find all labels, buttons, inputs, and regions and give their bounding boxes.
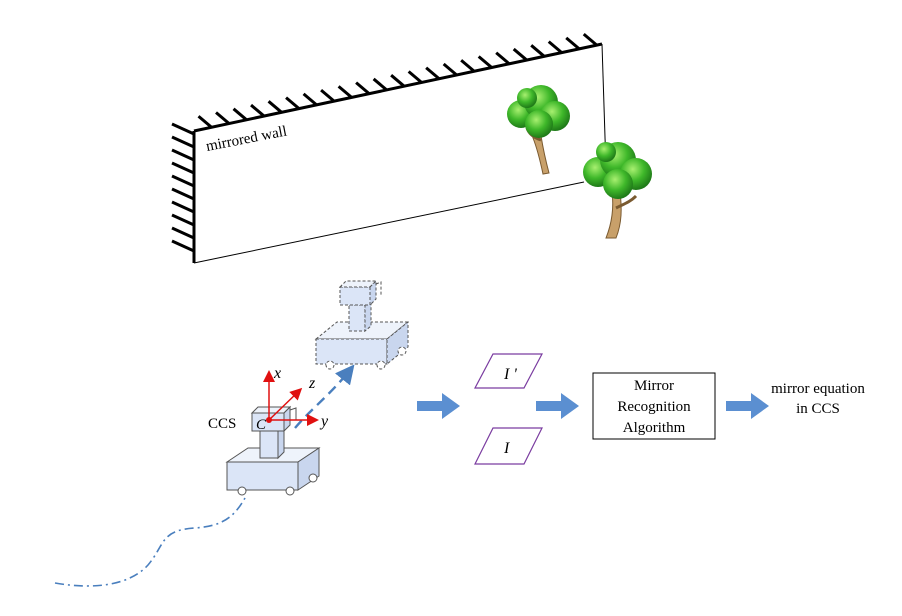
ccs-axes: x z y C CCS (208, 365, 329, 433)
hatch-mark (320, 88, 336, 103)
output-line2: in CCS (796, 401, 840, 417)
hatch-mark (171, 161, 195, 175)
hatch-mark (407, 70, 423, 84)
hatch-mark (285, 96, 301, 110)
hatch-mark (171, 135, 195, 149)
flow-arrows (417, 393, 769, 419)
wall-label: mirrored wall (205, 124, 289, 155)
algorithm-line3: Algorithm (623, 420, 686, 436)
robot-motion-arrow (294, 364, 355, 429)
hatch-mark (372, 77, 388, 92)
output-text: mirror equation in CCS (771, 381, 865, 417)
tree-reflected-icon (507, 85, 570, 175)
tree-real-icon (583, 142, 652, 239)
algorithm-line2: Recognition (617, 399, 691, 415)
hatch-mark (425, 66, 441, 80)
hatch-mark (215, 111, 230, 125)
wall-left-hatch (171, 122, 195, 253)
axis-x-label: x (273, 365, 281, 382)
image-direct: I (474, 427, 543, 465)
hatch-mark (197, 115, 213, 129)
hatch-mark (355, 81, 371, 95)
hatch-mark (171, 200, 195, 214)
flow-arrow-2 (536, 393, 579, 419)
flow-arrow-1 (417, 393, 460, 419)
hatch-mark (250, 103, 266, 118)
hatch-mark (267, 100, 283, 114)
wall-bottom-edge (193, 181, 585, 264)
hatch-mark (171, 174, 195, 188)
robot-current-pose (225, 405, 321, 496)
image-reflected-label: I ' (503, 366, 517, 383)
axis-y-label: y (319, 413, 329, 430)
hatch-mark (547, 40, 563, 54)
hatch-mark (171, 239, 195, 253)
robot-trajectory-path (54, 497, 246, 587)
axis-z-label: z (308, 375, 316, 392)
hatch-mark (232, 107, 248, 121)
algorithm-box: Mirror Recognition Algorithm (592, 372, 716, 440)
algorithm-line1: Mirror (634, 378, 674, 394)
wall-top-hatch (197, 32, 598, 129)
image-reflected: I ' (474, 353, 543, 389)
hatch-mark (477, 55, 493, 69)
hatch-mark (171, 122, 195, 136)
hatch-mark (302, 92, 318, 107)
hatch-mark (442, 62, 458, 77)
hatch-mark (495, 51, 511, 65)
hatch-mark (171, 226, 195, 240)
robot-future-pose (314, 279, 410, 370)
ccs-origin-dot (266, 417, 272, 423)
axis-z-arrow (268, 387, 303, 421)
image-direct-label: I (503, 440, 510, 457)
flow-arrow-3 (726, 393, 769, 419)
hatch-mark (171, 148, 195, 162)
hatch-mark (512, 47, 528, 62)
hatch-mark (582, 32, 598, 47)
hatch-mark (460, 59, 476, 73)
hatch-mark (337, 85, 353, 99)
output-line1: mirror equation (771, 381, 865, 397)
ccs-label: CCS (208, 416, 236, 432)
hatch-mark (171, 213, 195, 227)
origin-label: C (256, 417, 267, 433)
wall-top-edge (193, 42, 603, 133)
hatch-mark (171, 187, 195, 201)
hatch-mark (390, 74, 406, 88)
hatch-mark (530, 44, 546, 58)
hatch-mark (565, 36, 581, 50)
